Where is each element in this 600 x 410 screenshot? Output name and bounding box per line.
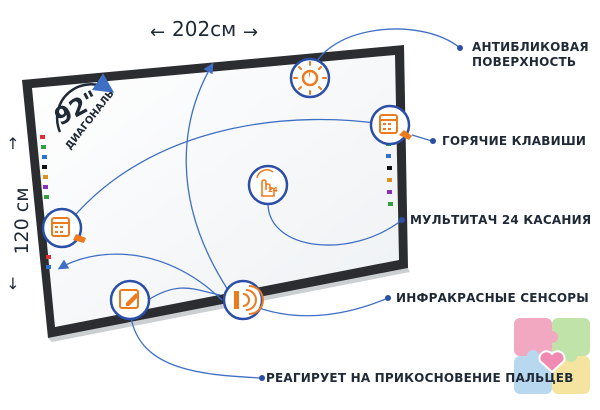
multitouch-icon: 24	[247, 164, 289, 206]
left-toolbar	[40, 135, 51, 269]
feature-antiglare: АНТИБЛИКОВАЯ ПОВЕРХНОСТЬ	[472, 40, 589, 70]
svg-text:→: →	[3, 137, 22, 150]
feature-hotkeys: ГОРЯЧИЕ КЛАВИШИ	[442, 134, 587, 148]
puzzle-logo	[514, 318, 590, 394]
connector-hotkeys	[65, 118, 389, 227]
calculator-hand-icon-left	[41, 207, 86, 249]
feature-touch: РЕАГИРУЕТ НА ПРИКОСНОВЕНИЕ ПАЛЬЦЕВ	[266, 371, 574, 385]
connector-infrared-top	[185, 62, 229, 291]
connector-pen	[147, 287, 221, 301]
feature-antiglare-line1: АНТИБЛИКОВАЯ	[472, 40, 589, 54]
connector-touch	[129, 309, 263, 379]
connector-infrared-left	[57, 253, 223, 301]
svg-text:←: ←	[3, 277, 22, 290]
height-label: 120 см	[11, 187, 33, 255]
svg-text:→: →	[243, 22, 258, 43]
svg-text:←: ←	[150, 22, 165, 43]
height-dimension: → ←	[3, 137, 22, 290]
sun-icon	[289, 57, 331, 99]
connector-hotkeys-2	[411, 134, 433, 142]
multitouch-icon-number: 24	[268, 186, 278, 194]
width-label: 202см	[172, 17, 237, 41]
connector-multitouch	[267, 204, 403, 246]
width-dimension: ← →	[150, 22, 258, 43]
connector-lines	[57, 28, 463, 381]
pen-edit-icon	[109, 279, 151, 321]
calculator-hand-icon	[369, 104, 412, 146]
feature-multitouch: МУЛЬТИТАЧ 24 КАСАНИЯ	[410, 213, 592, 227]
board-surface	[32, 55, 399, 327]
interactive-whiteboard	[22, 45, 410, 342]
infrared-icon	[222, 279, 264, 321]
feature-infrared: ИНФРАКРАСНЫЕ СЕНСОРЫ	[396, 291, 589, 305]
feature-antiglare-line2: ПОВЕРХНОСТЬ	[472, 55, 577, 69]
